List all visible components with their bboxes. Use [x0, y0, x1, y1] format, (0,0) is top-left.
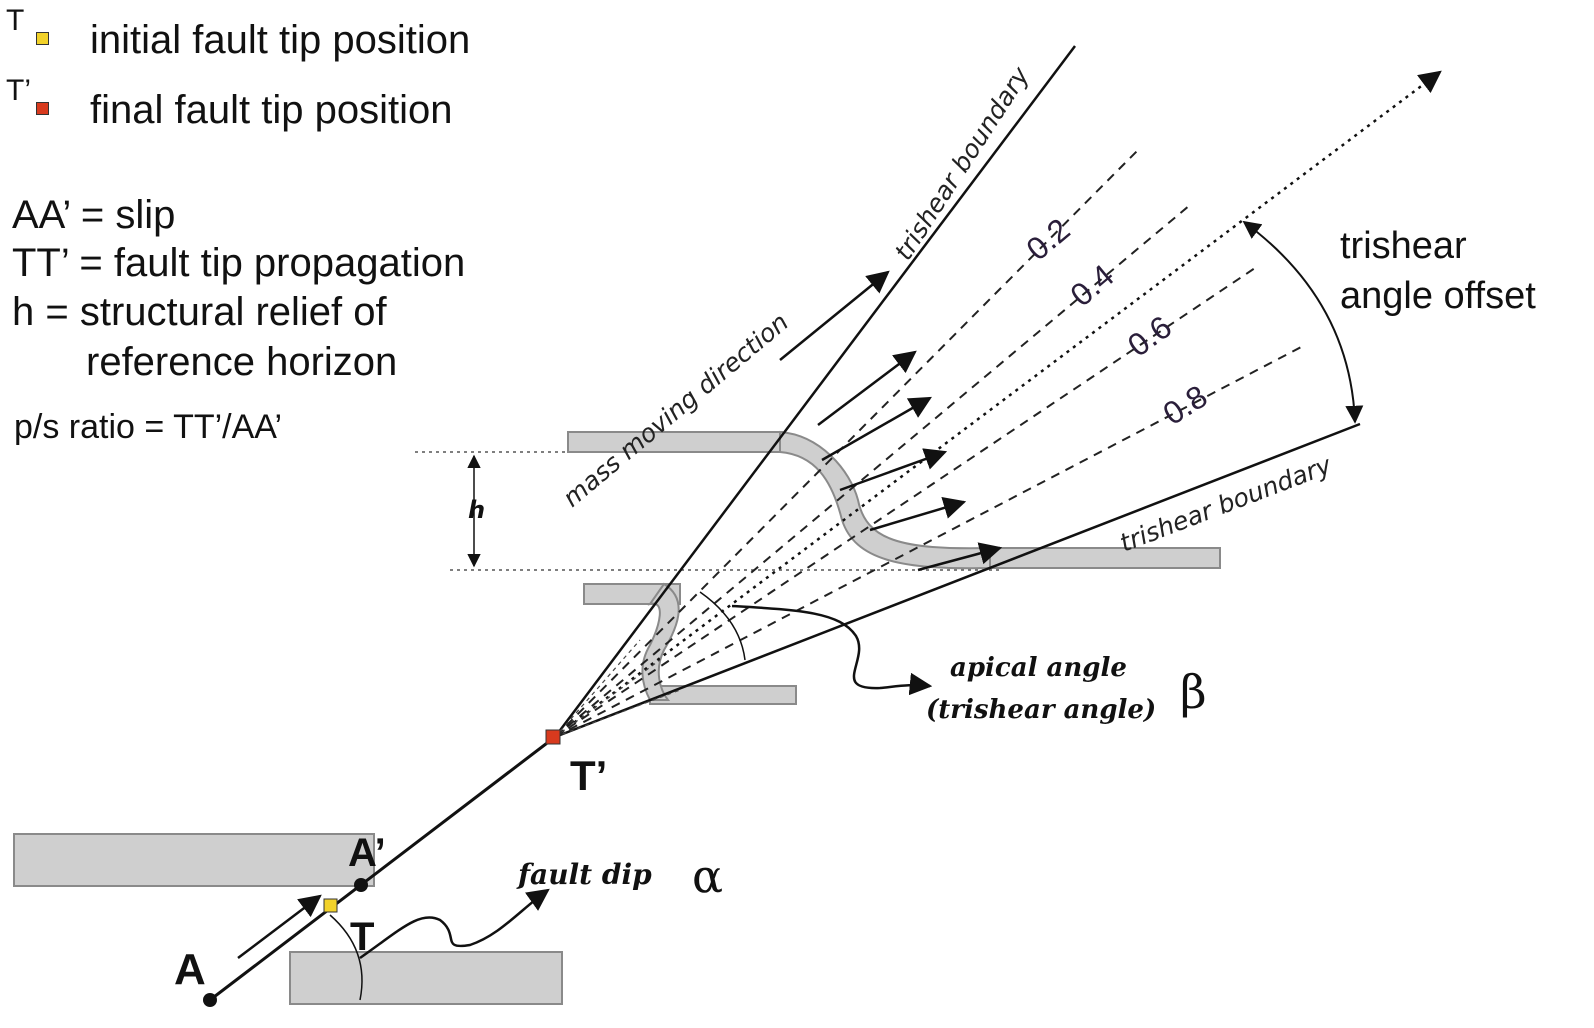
- legend-initial-tip: initial fault tip position: [90, 18, 471, 62]
- angle-offset-arc: [1242, 220, 1364, 424]
- point-tprime-label: T’: [570, 752, 607, 799]
- isoline-label-0.6: 0.6: [1121, 308, 1178, 363]
- fault-dip-label: fault dip: [516, 858, 652, 891]
- apex-fan: [554, 639, 681, 738]
- isoline-label-0.8: 0.8: [1157, 378, 1214, 432]
- isoline-0.6: [554, 267, 1256, 738]
- beta-symbol: β: [1180, 665, 1207, 719]
- isoline-0.2: [554, 147, 1141, 738]
- initial-fault-tip: [323, 898, 338, 913]
- apical-angle-arc: [699, 591, 746, 661]
- legend-relief-line1: h = structural relief of: [12, 290, 387, 334]
- isolines: [554, 147, 1306, 738]
- mass-arrow-5: [869, 496, 967, 532]
- footwall-bed: [289, 951, 563, 1005]
- mass-arrow-6: [917, 542, 1003, 572]
- slip-arrow: [237, 894, 322, 959]
- horizon-beds: [13, 430, 1221, 1005]
- trishear-bisector: [554, 70, 1442, 738]
- mass-moving-label: mass moving direction: [557, 307, 794, 512]
- isoline-0.4: [554, 204, 1191, 738]
- mass-arrow-3: [821, 396, 932, 462]
- apical-angle-label-line1: apical angle: [950, 653, 1127, 683]
- isoline-0.8: [554, 344, 1306, 738]
- legend-final-tip: final fault tip position: [90, 88, 453, 132]
- legend-ps-ratio: p/s ratio = TT’/AA’: [14, 408, 282, 446]
- right-horizon-bed: [987, 547, 1221, 569]
- mass-arrow-1: [779, 270, 890, 361]
- upper-horizon-bed: [567, 431, 783, 453]
- small-fold: [641, 582, 680, 701]
- legend-slip: AA’ = slip: [12, 193, 176, 237]
- fault-dip-arc: [329, 914, 363, 1001]
- lower-boundary-label: trishear boundary: [1116, 450, 1337, 558]
- final-fault-tip: [545, 729, 561, 745]
- hanging-wall-bed: [13, 833, 375, 887]
- angle-offset-label-line1: trishear: [1340, 225, 1467, 267]
- initial-tip-swatch: [36, 32, 49, 45]
- point-aprime-label: A’: [348, 831, 386, 875]
- upper-trishear-boundary: [554, 45, 1076, 738]
- upper-boundary-label: trishear boundary: [889, 61, 1036, 266]
- fault-dip-pointer: [359, 888, 550, 960]
- apical-angle-pointer: [731, 604, 933, 696]
- lower-horizon-bed: [649, 685, 797, 705]
- legend-tprime-symbol: T’: [6, 74, 31, 107]
- mass-arrow-2: [817, 350, 917, 426]
- legend-relief-line2: reference horizon: [86, 340, 398, 384]
- point-a-dot: [203, 993, 217, 1007]
- legend-t-symbol: T: [6, 4, 25, 37]
- legend-propagation: TT’ = fault tip propagation: [12, 241, 466, 285]
- fault-line: [209, 735, 556, 1002]
- point-aprime-dot: [354, 878, 368, 892]
- mass-moving-arrows: [779, 270, 1003, 572]
- point-a-label: A: [174, 945, 206, 994]
- folded-horizon: [779, 430, 991, 570]
- mass-arrow-4: [839, 448, 948, 492]
- h-label: h: [468, 496, 485, 524]
- apical-angle-label-line2: (trishear angle): [926, 695, 1156, 725]
- point-t-label: T: [350, 915, 374, 959]
- final-tip-swatch: [36, 102, 49, 115]
- angle-offset-label-line2: angle offset: [1340, 275, 1536, 317]
- alpha-symbol: α: [692, 849, 723, 903]
- lower-trishear-boundary: [554, 422, 1361, 739]
